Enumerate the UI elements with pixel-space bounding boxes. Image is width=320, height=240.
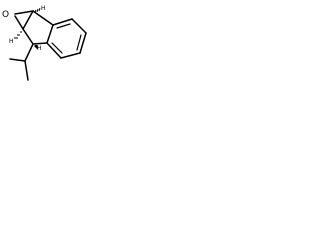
benzene-bond-3 bbox=[79, 32, 87, 54]
five-ring-bond-left bbox=[22, 28, 34, 45]
h-label-top-right: H bbox=[41, 5, 46, 12]
h-label-isopropyl-carbon: H bbox=[37, 45, 42, 52]
benzene-bond-4 bbox=[60, 52, 81, 59]
epoxide-bond-c-c bbox=[22, 10, 34, 30]
five-ring-bond-lower-right bbox=[32, 42, 48, 45]
isopropyl-bond-methyl-left bbox=[9, 58, 26, 62]
benzene-bond-5 bbox=[46, 42, 62, 59]
five-ring-bond-fusion bbox=[46, 24, 54, 44]
oxygen-atom-label: O bbox=[2, 10, 9, 20]
benzene-inner-double-bottom bbox=[51, 42, 63, 54]
five-ring-bond-top bbox=[32, 10, 54, 26]
h-label-left-lower: H bbox=[9, 38, 14, 45]
benzene-bond-2 bbox=[71, 18, 87, 34]
benzene-inner-double-top bbox=[56, 23, 71, 29]
benzene-inner-double-right bbox=[76, 34, 82, 51]
stereo-hashed-bond-left bbox=[14, 31, 22, 39]
isopropyl-bond-methyl-down bbox=[24, 60, 29, 81]
stereo-hashed-bond-top bbox=[34, 7, 41, 13]
epoxide-bond-o-right bbox=[14, 10, 34, 15]
benzene-bond-1 bbox=[52, 18, 73, 26]
isopropyl-bond-ring bbox=[24, 43, 34, 62]
molecule-structure-diagram: O H H H bbox=[2, 5, 87, 81]
molecule-canvas: O H H H bbox=[0, 0, 90, 93]
epoxide-bond-o-left bbox=[14, 15, 24, 30]
stereo-hashed-bond-isopropyl bbox=[34, 45, 38, 49]
